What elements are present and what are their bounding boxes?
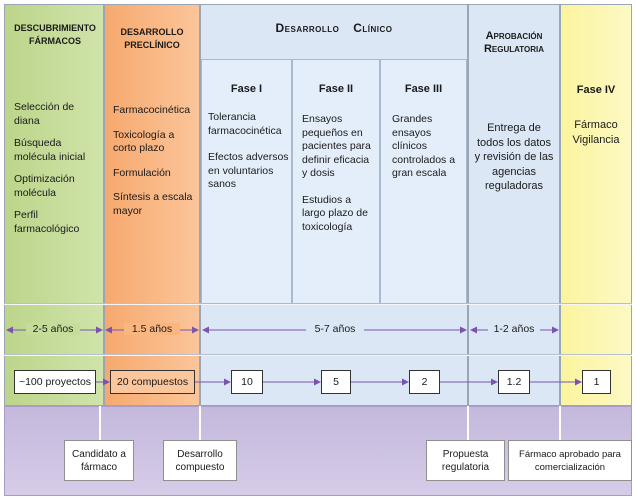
discovery-column [4,4,104,406]
preclinical-step-3: Formulación [113,166,171,179]
phase-3-steps: Grandes ensayos clínicos controlados a g… [392,113,464,190]
milestone-regulatory-proposal: Propuesta regulatoria [426,440,505,481]
regulatory-column [468,4,560,406]
phase-3-title: Fase III [404,83,443,95]
phase-1-title: Fase I [230,83,263,95]
discovery-step-1: Selección de diana [14,101,75,127]
milestone-compound-development: Desarrollo compuesto [163,440,237,481]
discovery-step-3: Optimización molécula [14,173,75,199]
count-phase-1: 10 [231,370,263,394]
duration-preclinical: 1.5 años [124,323,180,335]
preclinical-step-2: Toxicología a corto plazo [113,128,175,155]
discovery-steps: Selección de diana Búsqueda molécula ini… [14,101,102,245]
clinical-title: Desarrollo Clínico [275,21,393,35]
preclinical-title: DESARROLLO PRECLÍNICO [120,27,184,50]
duration-discovery: 2-5 años [26,323,80,335]
milestone-approved-drug: Fármaco aprobado para comercialización [508,440,632,481]
duration-regulatory: 1-2 años [488,323,540,335]
count-regulatory: 1.2 [498,370,530,394]
phase-1-steps: Tolerancia farmacocinética Efectos adver… [208,111,290,201]
preclinical-step-1: Farmacocinética [113,104,191,116]
regulatory-description: Entrega de todos los datos y revisión de… [474,122,554,192]
phase-2-steps: Ensayos pequeños en pacientes para defin… [302,113,376,243]
phase-1-step-1: Tolerancia farmacocinética [208,111,282,137]
phase4-title: Fase IV [576,84,616,96]
phase-1-step-2: Efectos adversos en voluntarios sanos [208,151,289,190]
preclinical-column [104,4,200,406]
discovery-step-2: Búsqueda molécula inicial [14,137,86,163]
phase-1-panel: Fase I [201,59,292,304]
count-discovery: ~100 proyectos [14,370,96,394]
count-phase-3: 2 [409,370,440,394]
row-divider-counts [4,354,632,356]
duration-clinical: 5-7 años [306,323,364,335]
preclinical-step-4: Síntesis a escala mayor [113,191,193,217]
preclinical-steps: Farmacocinética Toxicología a corto plaz… [113,104,199,227]
discovery-title: DESCUBRIMIENTO FÁRMACOS [14,23,96,46]
count-phase-2: 5 [321,370,351,394]
regulatory-title: Aprobación Regulatoria [483,30,545,55]
phase4-column [560,4,632,406]
milestone-drug-candidate: Candidato a fármaco [64,440,134,481]
phase-2-panel: Fase II [292,59,380,304]
phase-3-panel: Fase III [380,59,467,304]
count-phase4: 1 [582,370,611,394]
discovery-step-4: Perfil farmacológico [14,209,80,235]
phase-2-step-2: Estudios a largo plazo de toxicología [302,193,368,233]
phase-2-step-1: Ensayos pequeños en pacientes para defin… [302,113,371,179]
count-preclinical: 20 compuestos [110,370,195,394]
phase-3-step-1: Grandes ensayos clínicos controlados a g… [392,113,456,179]
phase4-description: Fármaco Vigilancia [572,119,620,146]
phase-2-title: Fase II [318,83,354,95]
